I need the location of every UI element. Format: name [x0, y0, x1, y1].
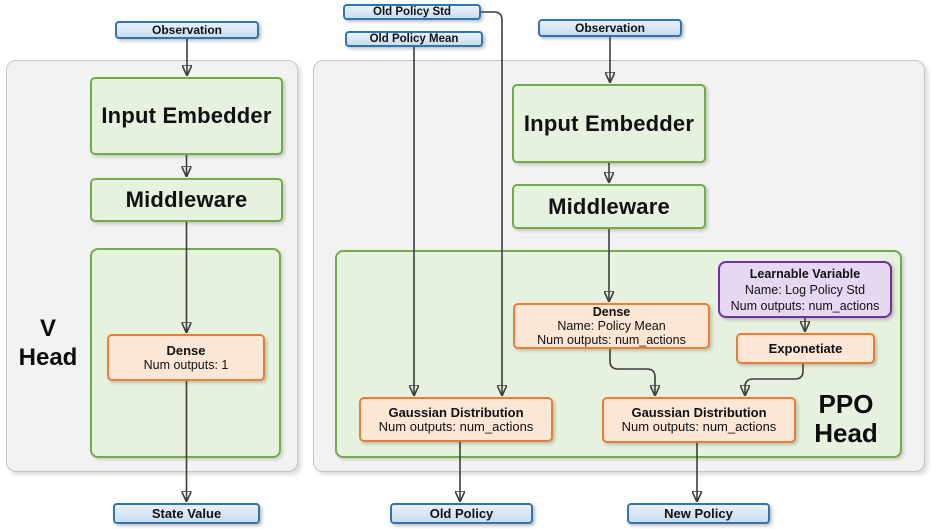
- ppo-head-dense-detail1: Name: Policy Mean: [557, 319, 666, 333]
- ppo-head-middleware-box: Middleware: [512, 184, 706, 229]
- observation-badge-left: Observation: [115, 21, 259, 39]
- v-head-title-line2: Head: [18, 344, 78, 371]
- gaussian-distribution-old-box: Gaussian Distribution Num outputs: num_a…: [359, 397, 553, 442]
- v-head-dense-title: Dense: [166, 342, 206, 358]
- ppo-head-middleware-label: Middleware: [548, 193, 670, 219]
- learnable-variable-detail1: Name: Log Policy Std: [744, 282, 866, 297]
- ppo-head-dense-title: Dense: [592, 305, 631, 319]
- v-head-title: V Head: [7, 314, 89, 372]
- gaussian-new-title: Gaussian Distribution: [631, 405, 767, 421]
- ppo-head-dense-box: Dense Name: Policy Mean Num outputs: num…: [513, 303, 710, 349]
- v-head-middleware-box: Middleware: [90, 178, 283, 222]
- ppo-head-title: PPO Head: [798, 390, 894, 448]
- ppo-head-title-line1: PPO: [818, 389, 874, 419]
- exponetiate-box: Exponetiate: [736, 333, 875, 364]
- exponetiate-label: Exponetiate: [768, 341, 843, 356]
- gaussian-old-detail: Num outputs: num_actions: [378, 418, 534, 434]
- v-head-dense-detail: Num outputs: 1: [143, 357, 229, 372]
- new-policy-badge: New Policy: [627, 503, 770, 524]
- learnable-variable-detail2: Num outputs: num_actions: [730, 298, 880, 313]
- old-policy-mean-badge: Old Policy Mean: [345, 31, 483, 47]
- gaussian-new-detail: Num outputs: num_actions: [621, 419, 777, 435]
- ppo-head-input-embedder-label: Input Embedder: [523, 110, 695, 136]
- v-head-input-embedder-box: Input Embedder: [90, 77, 283, 155]
- v-head-title-line1: V: [39, 315, 56, 342]
- ppo-head-title-line2: Head: [814, 418, 878, 448]
- state-value-badge: State Value: [113, 503, 260, 524]
- observation-badge-right: Observation: [538, 19, 682, 37]
- learnable-variable-title: Learnable Variable: [749, 266, 861, 281]
- gaussian-old-title: Gaussian Distribution: [388, 404, 524, 420]
- v-head-dense-box: Dense Num outputs: 1: [107, 334, 265, 381]
- gaussian-distribution-new-box: Gaussian Distribution Num outputs: num_a…: [602, 397, 796, 443]
- v-head-middleware-label: Middleware: [125, 187, 248, 212]
- ppo-head-input-embedder-box: Input Embedder: [512, 84, 706, 163]
- v-head-input-embedder-label: Input Embedder: [101, 103, 272, 128]
- ppo-head-dense-detail2: Num outputs: num_actions: [537, 333, 686, 347]
- learnable-variable-box: Learnable Variable Name: Log Policy Std …: [718, 261, 892, 318]
- old-policy-std-badge: Old Policy Std: [343, 4, 481, 20]
- old-policy-badge: Old Policy: [390, 503, 533, 524]
